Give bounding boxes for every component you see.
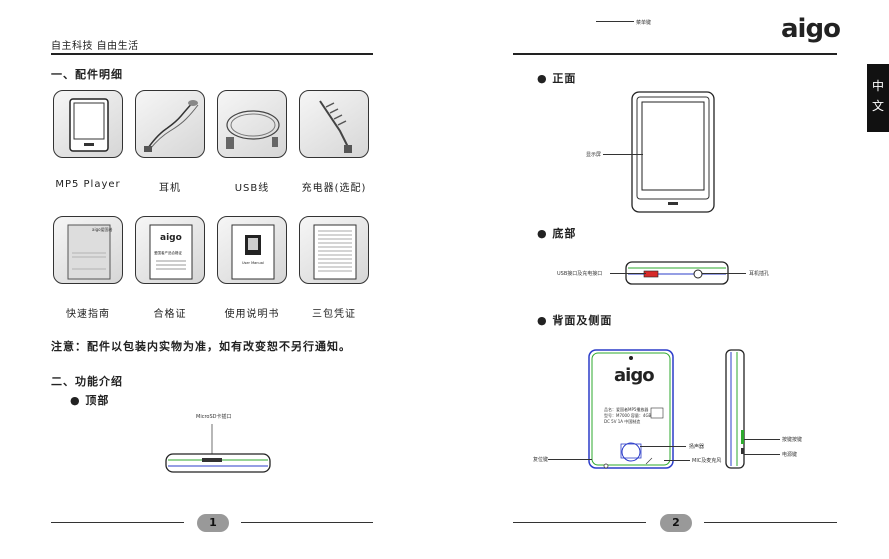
- manual-illustration: [231, 224, 275, 280]
- lang-tab-char-1: 中: [871, 79, 884, 93]
- certificate-text: 爱国者产品合格证: [154, 251, 182, 255]
- device-back-view: [588, 349, 674, 469]
- device-side-view: [725, 349, 745, 469]
- accessory-tile-quick-guide: aigo爱国者: [53, 216, 123, 284]
- quick-guide-illustration: [67, 224, 111, 280]
- accessory-label-mp5: MP5 Player: [55, 179, 121, 190]
- accessory-label-quick-guide: 快速指南: [66, 309, 110, 320]
- usb-port-label: USB接口及充电接口: [557, 271, 603, 277]
- lang-tab-char-2: 文: [871, 99, 884, 113]
- bullet-bottom: ● 底部: [537, 227, 577, 240]
- speaker-leader-line: [640, 446, 686, 447]
- footer-line-right: [241, 522, 373, 523]
- slogan: 自主科技 自由生活: [51, 41, 139, 52]
- earphone-jack-label: 耳机插孔: [749, 271, 770, 277]
- back-info-line: DC 5V 1A 中国制造: [604, 419, 641, 424]
- back-info-line: 型号：M7000 容量：4GB: [604, 413, 652, 418]
- manual-text: User Manual: [242, 261, 264, 265]
- accessory-tile-usb: [217, 90, 287, 158]
- bullet-front: ● 正面: [537, 72, 577, 85]
- bullet-top: ● 顶部: [70, 394, 110, 407]
- screen-label: 显示屏: [586, 152, 602, 158]
- certificate-illustration: [149, 224, 193, 280]
- accessory-tile-mp5: [53, 90, 123, 158]
- header-leader-line: [596, 21, 634, 22]
- footer-line-left: [51, 522, 184, 523]
- notice-text: 注意：配件以包装内实物为准，如有改变恕不另行通知。: [51, 340, 351, 353]
- footer-line-right-2: [704, 522, 837, 523]
- footer-line-left-2: [513, 522, 646, 523]
- device-front-view: [631, 91, 715, 213]
- page-number-1: 1: [197, 514, 229, 532]
- screen-leader-line: [603, 154, 643, 155]
- certificate-logo: aigo: [160, 233, 182, 243]
- device-top-view: [165, 424, 271, 473]
- reset-key-label: 复位键: [533, 457, 549, 463]
- accessory-label-warranty: 三包凭证: [312, 309, 356, 320]
- header-rule-2: [513, 53, 837, 55]
- microsd-label: MicroSD卡插口: [196, 414, 232, 420]
- back-info-line: 品名：爱国者MP5播放器: [604, 407, 649, 412]
- earphone-illustration: [144, 100, 199, 152]
- section-title-functions: 二、功能介绍: [51, 375, 123, 388]
- header-rule: [51, 53, 373, 55]
- accessory-tile-manual: User Manual: [217, 216, 287, 284]
- accessory-label-earphone: 耳机: [159, 183, 181, 194]
- power-key-label: 电源键: [782, 452, 798, 458]
- accessory-tile-certificate: aigo 爱国者产品合格证: [135, 216, 205, 284]
- aigo-logo: aigo: [781, 14, 841, 44]
- reset-leader-line: [548, 459, 592, 460]
- mic-label: MIC及麦克风: [692, 458, 722, 464]
- charger-illustration: [319, 100, 352, 153]
- accessory-label-manual: 使用说明书: [224, 309, 280, 320]
- header-key-label: 菜单键: [636, 20, 652, 26]
- mp5-player-illustration: [69, 98, 109, 152]
- accessory-tile-warranty: [299, 216, 369, 284]
- mic-leader-line: [664, 460, 690, 461]
- accessory-label-charger: 充电器(选配): [301, 183, 367, 194]
- warranty-card-illustration: [313, 224, 357, 280]
- accessory-tile-earphone: [135, 90, 205, 158]
- back-logo: aigo: [614, 365, 655, 386]
- buttons-leader-line: [744, 439, 780, 440]
- usb-cable-illustration: [226, 110, 280, 149]
- earphone-leader-line: [702, 273, 746, 274]
- accessory-tile-charger: [299, 90, 369, 158]
- back-info-block: 品名：爱国者MP5播放器 型号：M7000 容量：4GB DC 5V 1A 中国…: [604, 407, 651, 425]
- bullet-back-side: ● 背面及侧面: [537, 314, 613, 327]
- usb-leader-line: [610, 273, 646, 274]
- language-tab: 中 文: [867, 64, 889, 132]
- section-title-accessories: 一、配件明细: [51, 68, 123, 81]
- speaker-label: 扬声器: [689, 444, 705, 450]
- quick-guide-logo: aigo爱国者: [92, 227, 113, 232]
- button-group-label: 按键按键: [782, 437, 803, 443]
- power-leader-line: [744, 454, 780, 455]
- accessory-label-usb: USB线: [234, 183, 270, 194]
- page-number-2: 2: [660, 514, 692, 532]
- accessory-label-certificate: 合格证: [153, 309, 187, 320]
